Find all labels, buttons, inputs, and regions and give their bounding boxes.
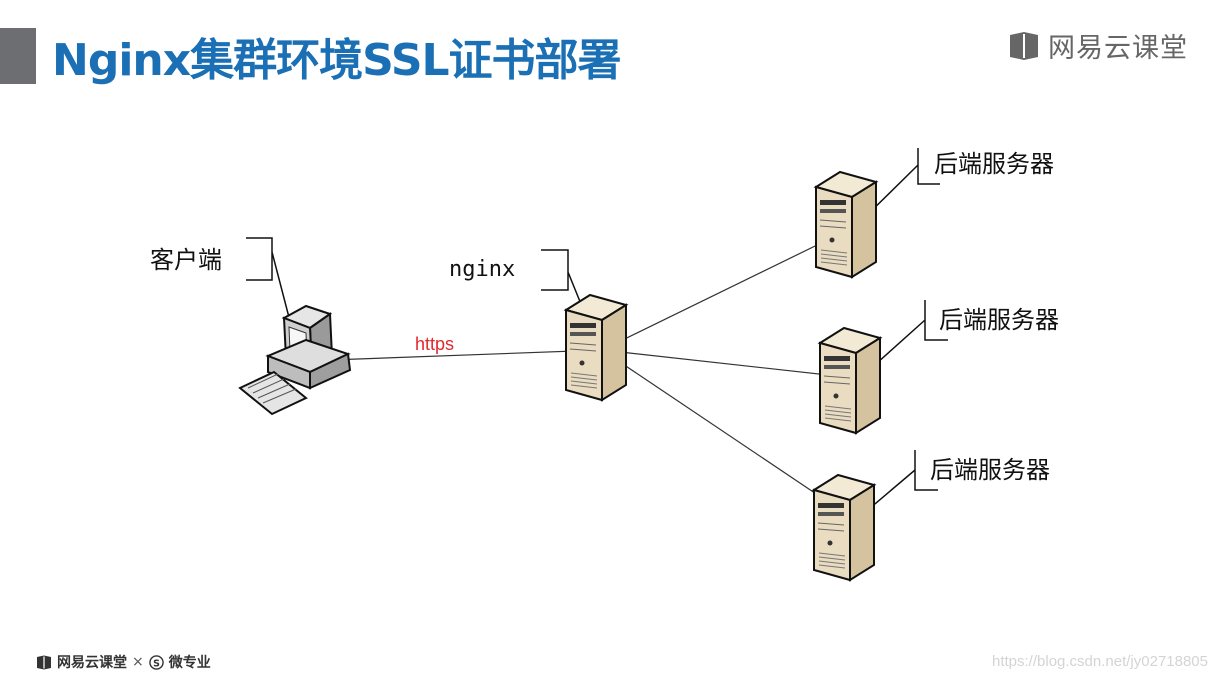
footer-brand-name: 网易云课堂 xyxy=(57,655,127,671)
watermark-url: https://blog.csdn.net/jy02718805 xyxy=(992,653,1208,670)
svg-text:S: S xyxy=(153,658,160,669)
nginx-server-icon xyxy=(565,294,627,401)
https-link-label: https xyxy=(415,334,454,354)
nginx-label: nginx xyxy=(449,257,515,282)
client-computer-icon xyxy=(238,304,352,416)
footer-partner-name: 微专业 xyxy=(168,655,211,671)
link-client-nginx xyxy=(329,349,603,361)
page-title: Nginx集群环境SSL证书部署 xyxy=(52,35,622,86)
backend-server-3-icon xyxy=(813,474,875,581)
book-icon xyxy=(1010,31,1038,60)
backend-server-1-icon xyxy=(815,171,877,278)
s-circle-icon: S xyxy=(148,654,164,670)
link-nginx-backend-2 xyxy=(601,349,856,379)
backend-label: 后端服务器 xyxy=(930,456,1050,484)
brand-logo: 网易云课堂 xyxy=(1008,26,1188,65)
backend-server-2-icon xyxy=(819,327,881,434)
footer-separator: × xyxy=(132,654,144,670)
book-icon xyxy=(37,655,51,669)
title-accent-bar xyxy=(0,28,36,84)
client-label: 客户端 xyxy=(150,246,222,274)
backend-label: 后端服务器 xyxy=(934,150,1054,178)
backend-label: 后端服务器 xyxy=(939,306,1059,334)
link-nginx-backend-1 xyxy=(601,227,853,351)
brand-name: 网易云课堂 xyxy=(1048,33,1188,64)
link-nginx-backend-3 xyxy=(601,349,853,519)
footer-brand: 网易云课堂 × S 微专业 xyxy=(36,652,211,672)
